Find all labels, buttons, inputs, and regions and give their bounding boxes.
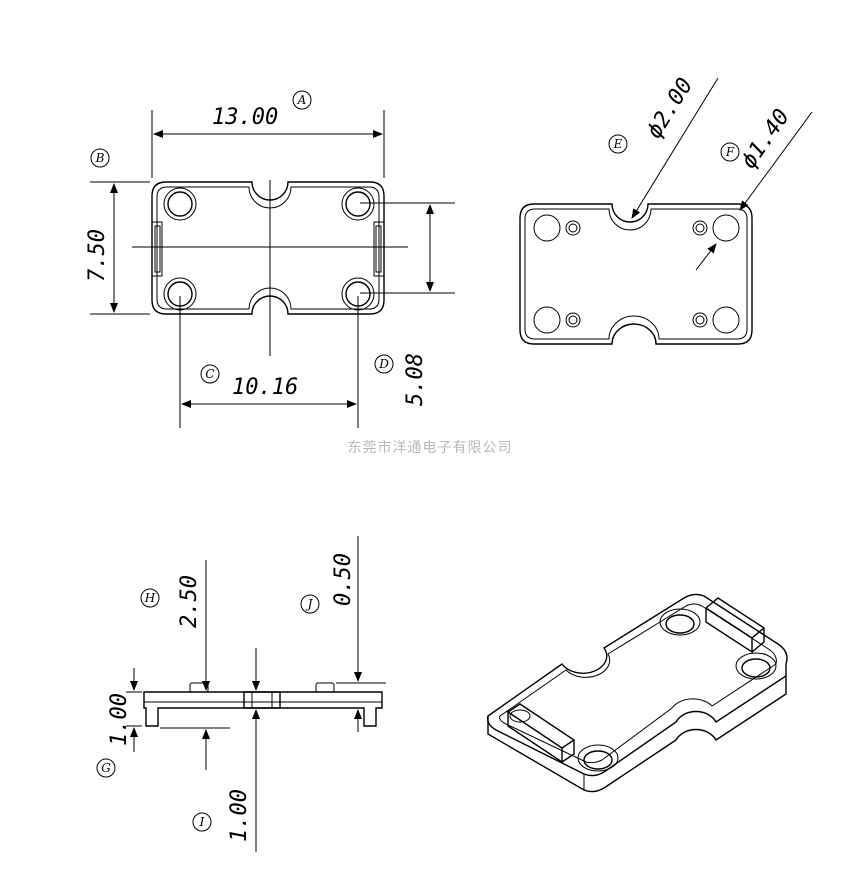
left-slot-inner: [154, 225, 161, 273]
dim-thick-g: 1.00: [107, 693, 132, 746]
side-pin-left: [189, 682, 209, 693]
label-f: F: [725, 145, 735, 159]
pad-bottom-left: [533, 306, 561, 334]
pin-top-left: [565, 220, 581, 236]
top-view: 13.00 A 7.50 B 10.16 C 5.08 D: [85, 90, 455, 428]
dim-thick-j: 0.50: [331, 553, 356, 606]
top-view-outline: [151, 181, 385, 315]
iso-front-edge: [487, 676, 787, 793]
label-j: J: [305, 597, 314, 611]
hole-top-left: [163, 187, 197, 221]
side-center-block: [243, 691, 281, 709]
label-i: I: [199, 815, 205, 829]
pad-bottom-right: [712, 306, 740, 334]
bottom-view-outline: [519, 203, 753, 345]
pad-top-left: [533, 214, 561, 242]
dim-pitch-d: 5.08: [403, 353, 428, 406]
side-pin-right: [315, 682, 335, 693]
left-slot: [151, 221, 163, 277]
pin-bottom-right: [692, 312, 708, 328]
label-e: E: [613, 137, 623, 151]
label-c: C: [205, 367, 214, 381]
isometric-view: [486, 593, 788, 793]
bottom-view: ϕ2.00 E ϕ1.40 F: [519, 74, 813, 345]
hole-top-right: [341, 187, 375, 221]
side-view-body: [143, 691, 383, 727]
dim-height-b: 7.50: [85, 229, 110, 282]
dim-diameter-e: ϕ2.00: [642, 74, 698, 143]
right-slot-inner: [375, 225, 382, 273]
pin-top-right: [692, 220, 708, 236]
right-slot: [373, 221, 385, 277]
iso-hole-2: [735, 652, 777, 680]
iso-block-left: [506, 703, 576, 764]
iso-hole-1: [659, 608, 701, 636]
dim-height-i: 1.00: [227, 789, 252, 842]
watermark-company: 东莞市洋通电子有限公司: [348, 439, 513, 456]
top-view-inner-outline: [156, 186, 380, 310]
iso-top-face: [486, 593, 788, 777]
dim-pitch-c: 10.16: [232, 375, 298, 400]
label-a: A: [297, 93, 307, 107]
label-d: D: [378, 357, 389, 371]
dim-height-h: 2.50: [177, 575, 202, 628]
pin-bottom-left: [565, 312, 581, 328]
dim-diameter-f: ϕ1.40: [736, 105, 794, 174]
side-view: 2.50 H 1.00 G 1.00 I 0.50 J: [96, 536, 386, 852]
label-g: G: [101, 761, 111, 775]
iso-hole-3: [577, 744, 619, 772]
label-b: B: [95, 151, 105, 165]
iso-block-right: [704, 597, 766, 654]
bottom-view-inner-outline: [524, 208, 748, 340]
iso-inner-rim: [499, 603, 777, 764]
label-h: H: [144, 591, 156, 605]
dim-width-a: 13.00: [212, 105, 278, 130]
pad-top-right: [712, 214, 740, 242]
